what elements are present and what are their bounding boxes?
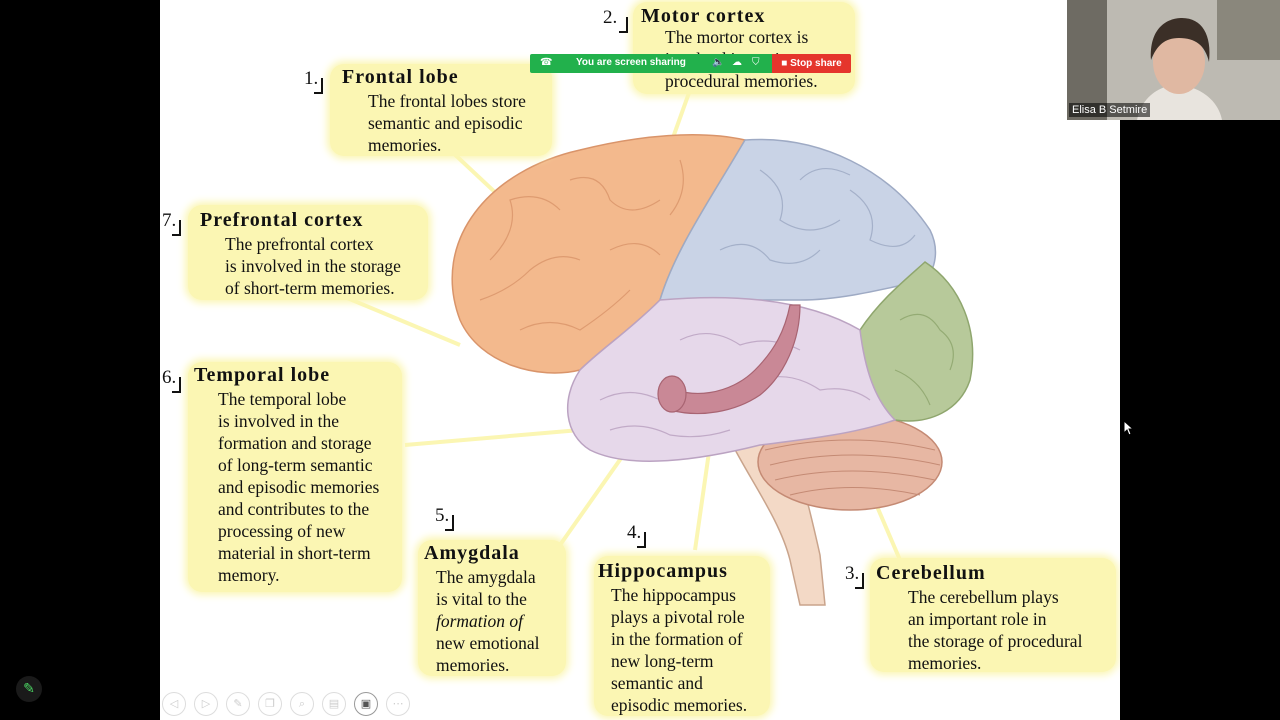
label-prefrontal-cortex: Prefrontal cortex The prefrontal cortex … bbox=[188, 205, 428, 300]
label-line: is involved in the storage bbox=[225, 256, 401, 276]
label-body: The cerebellum plays an important role i… bbox=[908, 586, 1082, 674]
label-number: 5. bbox=[435, 505, 454, 531]
label-line: an important role in bbox=[908, 609, 1047, 629]
label-hippocampus: Hippocampus The hippocampus plays a pivo… bbox=[594, 556, 770, 716]
pen-icon[interactable]: ✎ bbox=[226, 692, 250, 716]
label-line: the storage of procedural bbox=[908, 631, 1083, 651]
label-line: The cerebellum plays bbox=[908, 587, 1059, 607]
label-line: in the formation of bbox=[611, 629, 743, 649]
label-title: Temporal lobe bbox=[194, 364, 331, 386]
label-line: semantic and bbox=[611, 673, 703, 693]
copy-icon[interactable]: ❐ bbox=[258, 692, 282, 716]
presentation-slide: Motor cortex The mortor cortex is involv… bbox=[160, 0, 1120, 720]
label-line: semantic and episodic bbox=[368, 113, 523, 133]
label-line: The mortor cortex is bbox=[665, 27, 809, 47]
label-line: The amygdala bbox=[436, 567, 536, 587]
label-number: 3. bbox=[845, 563, 864, 589]
label-title: Hippocampus bbox=[598, 560, 728, 582]
label-line: is vital to the bbox=[436, 589, 527, 609]
label-frontal-lobe: Frontal lobe The frontal lobes store sem… bbox=[330, 64, 552, 156]
label-line: formation and storage bbox=[218, 433, 372, 453]
video-icon[interactable]: ▣ bbox=[354, 692, 378, 716]
label-body: The temporal lobe is involved in the for… bbox=[218, 388, 379, 586]
share-status-text: You are screen sharing bbox=[576, 57, 686, 68]
participant-video[interactable]: Elisa B Setmire bbox=[1067, 0, 1280, 120]
label-motor-cortex: Motor cortex The mortor cortex is involv… bbox=[633, 2, 855, 94]
mouse-cursor-icon bbox=[1124, 421, 1134, 435]
label-cerebellum: Cerebellum The cerebellum plays an impor… bbox=[870, 558, 1116, 674]
label-title: Cerebellum bbox=[876, 562, 986, 584]
forward-icon[interactable]: ▷ bbox=[194, 692, 218, 716]
label-number: 4. bbox=[627, 522, 646, 548]
label-line: of long-term semantic bbox=[218, 455, 373, 475]
label-line: episodic memories. bbox=[611, 695, 748, 715]
label-line: The hippocampus bbox=[611, 585, 736, 605]
stop-share-label: Stop share bbox=[790, 58, 842, 69]
brain-diagram bbox=[339, 89, 974, 606]
phone-icon: ☎ bbox=[540, 57, 553, 68]
hippocampus-shape bbox=[664, 304, 801, 415]
amygdala-shape bbox=[657, 375, 687, 413]
label-line: plays a pivotal role bbox=[611, 607, 745, 627]
label-line: new long-term bbox=[611, 651, 714, 671]
label-temporal-lobe: Temporal lobe The temporal lobe is invol… bbox=[188, 362, 402, 592]
participant-avatar bbox=[1067, 0, 1280, 120]
parietal-lobe-shape bbox=[658, 138, 937, 301]
label-title: Frontal lobe bbox=[342, 66, 459, 88]
cloud-icon[interactable]: ☁ bbox=[732, 57, 742, 68]
label-title: Motor cortex bbox=[641, 5, 766, 27]
label-title: Amygdala bbox=[424, 542, 520, 564]
label-number: 1. bbox=[304, 68, 323, 94]
label-body: The hippocampus plays a pivotal role in … bbox=[611, 584, 747, 716]
label-line: new emotional bbox=[436, 633, 540, 653]
label-line: memories. bbox=[368, 135, 442, 155]
label-line: and contributes to the bbox=[218, 499, 370, 519]
label-line: formation of bbox=[436, 611, 524, 631]
stop-icon: ■ bbox=[781, 58, 791, 69]
label-line: and episodic memories bbox=[218, 477, 380, 497]
label-number: 7. bbox=[162, 210, 181, 236]
label-body: The prefrontal cortex is involved in the… bbox=[225, 233, 401, 299]
label-number: 2. bbox=[603, 7, 628, 33]
back-icon[interactable]: ◁ bbox=[162, 692, 186, 716]
label-body: The amygdala is vital to the formation o… bbox=[436, 566, 540, 676]
label-line: memories. bbox=[908, 653, 982, 673]
label-number: 6. bbox=[162, 367, 181, 393]
label-line: processing of new bbox=[218, 521, 346, 541]
label-amygdala: Amygdala The amygdala is vital to the fo… bbox=[418, 540, 566, 676]
label-line: of short-term memories. bbox=[225, 278, 395, 298]
speaker-icon[interactable]: 🔈 bbox=[712, 57, 725, 68]
label-line: material in short-term bbox=[218, 543, 371, 563]
annotate-pen-icon[interactable]: ✎ bbox=[16, 676, 42, 702]
screen-share-bar[interactable]: ☎ You are screen sharing 🔈 ☁ ⛉ ■ Stop sh… bbox=[530, 54, 851, 73]
participant-name: Elisa B Setmire bbox=[1069, 103, 1151, 117]
label-line: The frontal lobes store bbox=[368, 91, 526, 111]
more-icon[interactable]: ⋯ bbox=[386, 692, 410, 716]
label-line: memories. bbox=[436, 655, 510, 675]
label-line: is involved in the bbox=[218, 411, 340, 431]
stop-share-button[interactable]: ■ Stop share bbox=[772, 54, 851, 73]
label-line: The temporal lobe bbox=[218, 389, 347, 409]
slides-icon[interactable]: ▤ bbox=[322, 692, 346, 716]
temporal-lobe-shape bbox=[567, 296, 897, 462]
label-title: Prefrontal cortex bbox=[200, 209, 364, 231]
label-line: procedural memories. bbox=[665, 71, 818, 91]
leader-lines bbox=[339, 89, 902, 561]
label-line: memory. bbox=[218, 565, 280, 585]
shield-icon[interactable]: ⛉ bbox=[752, 57, 760, 68]
label-line: The prefrontal cortex bbox=[225, 234, 374, 254]
zoom-icon[interactable]: ⌕ bbox=[290, 692, 314, 716]
label-body: The frontal lobes store semantic and epi… bbox=[368, 90, 526, 156]
